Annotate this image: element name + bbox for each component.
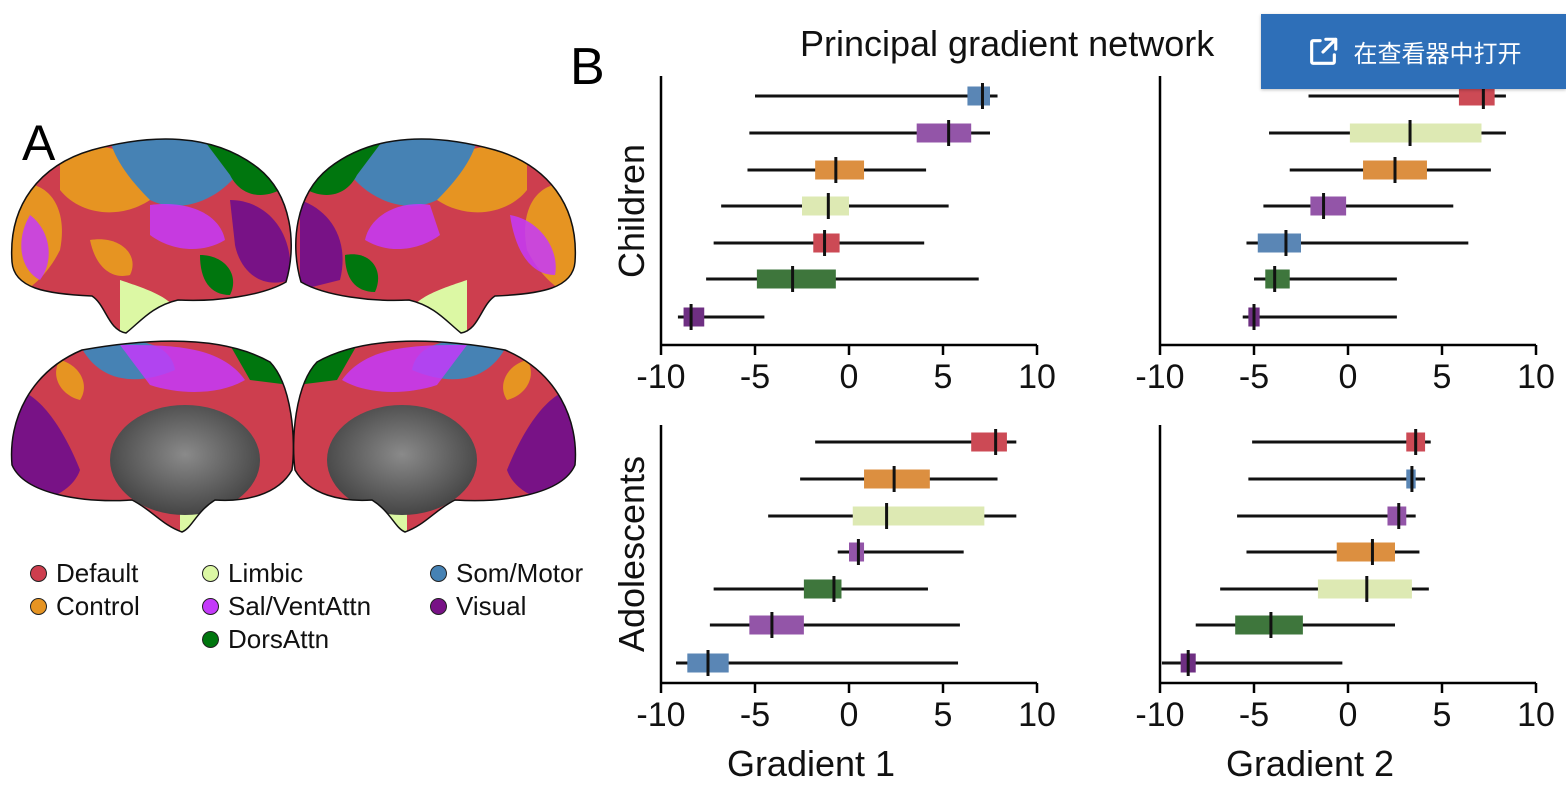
- iqr-box: [967, 86, 990, 106]
- x-tick-label: 0: [840, 358, 859, 396]
- x-tick-label: 10: [1018, 696, 1056, 734]
- iqr-box: [864, 469, 930, 489]
- x-axis-label: Gradient 2: [1226, 743, 1394, 784]
- x-tick-label: -5: [1239, 358, 1269, 396]
- iqr-box: [1235, 615, 1303, 635]
- panel-label-b: B: [570, 38, 605, 96]
- row-label: Children: [611, 144, 652, 278]
- x-tick-label: 5: [934, 696, 953, 734]
- iqr-box: [815, 160, 865, 180]
- brain-surface-panel: A: [10, 115, 577, 533]
- iqr-box: [1310, 196, 1347, 216]
- iqr-box: [756, 269, 836, 289]
- legend-item: Default: [30, 558, 138, 589]
- legend-item: Sal/VentAttn: [202, 591, 371, 622]
- x-tick-label: 0: [1339, 696, 1358, 734]
- x-tick-label: -5: [740, 358, 770, 396]
- row-label: Adolescents: [611, 456, 652, 652]
- x-tick-label: -5: [1239, 696, 1269, 734]
- brain-right-lateral: [295, 139, 576, 333]
- open-in-viewer-label: 在查看器中打开: [1353, 40, 1522, 68]
- iqr-box: [803, 579, 842, 599]
- x-axis-label: Gradient 1: [727, 743, 895, 784]
- iqr-box: [1458, 86, 1495, 106]
- panel-label-a: A: [22, 115, 56, 171]
- legend-label: Default: [56, 558, 139, 588]
- iqr-box: [1317, 579, 1412, 599]
- chart-title: Principal gradient network: [800, 23, 1215, 64]
- legend-swatch: [202, 631, 219, 648]
- x-tick-label: 0: [840, 696, 859, 734]
- iqr-box: [1336, 542, 1395, 562]
- legend-label: Sal/VentAttn: [228, 591, 372, 621]
- open-in-viewer-button[interactable]: 在查看器中打开: [1261, 14, 1566, 89]
- legend-item: Visual: [430, 591, 526, 622]
- legend-swatch: [202, 565, 219, 582]
- x-tick-label: -10: [1135, 358, 1184, 396]
- legend-label: Limbic: [228, 558, 304, 588]
- brain-right-medial: [293, 341, 576, 532]
- brain-left-medial: [11, 341, 294, 532]
- iqr-box: [916, 123, 972, 143]
- iqr-box: [1265, 269, 1290, 289]
- iqr-box: [971, 432, 1007, 452]
- x-tick-label: 10: [1018, 358, 1056, 396]
- x-tick-label: 5: [1433, 358, 1452, 396]
- legend-item: Som/Motor: [430, 558, 583, 589]
- external-link-icon: [1309, 37, 1337, 65]
- legend-swatch: [430, 598, 447, 615]
- iqr-box: [1257, 233, 1301, 253]
- legend-label: DorsAttn: [228, 624, 330, 654]
- x-tick-label: 0: [1339, 358, 1358, 396]
- iqr-box: [749, 615, 804, 635]
- x-tick-label: -10: [636, 696, 685, 734]
- legend-item: DorsAttn: [202, 624, 329, 655]
- x-tick-label: 5: [934, 358, 953, 396]
- legend-swatch: [30, 565, 47, 582]
- iqr-box: [849, 542, 865, 562]
- x-tick-label: 10: [1517, 358, 1555, 396]
- x-tick-label: 10: [1517, 696, 1555, 734]
- x-tick-label: -10: [1135, 696, 1184, 734]
- legend-swatch: [202, 598, 219, 615]
- legend-swatch: [30, 598, 47, 615]
- x-tick-label: -10: [636, 358, 685, 396]
- iqr-box: [1387, 506, 1407, 526]
- legend-swatch: [430, 565, 447, 582]
- iqr-box: [852, 506, 985, 526]
- legend-item: Control: [30, 591, 140, 622]
- legend-label: Control: [56, 591, 140, 621]
- iqr-box: [813, 233, 840, 253]
- legend-label: Som/Motor: [456, 558, 584, 588]
- iqr-box: [802, 196, 849, 216]
- iqr-box: [683, 307, 705, 327]
- legend-label: Visual: [456, 591, 527, 621]
- x-tick-label: 5: [1433, 696, 1452, 734]
- x-tick-label: -5: [740, 696, 770, 734]
- legend-item: Limbic: [202, 558, 303, 589]
- iqr-box: [1349, 123, 1482, 143]
